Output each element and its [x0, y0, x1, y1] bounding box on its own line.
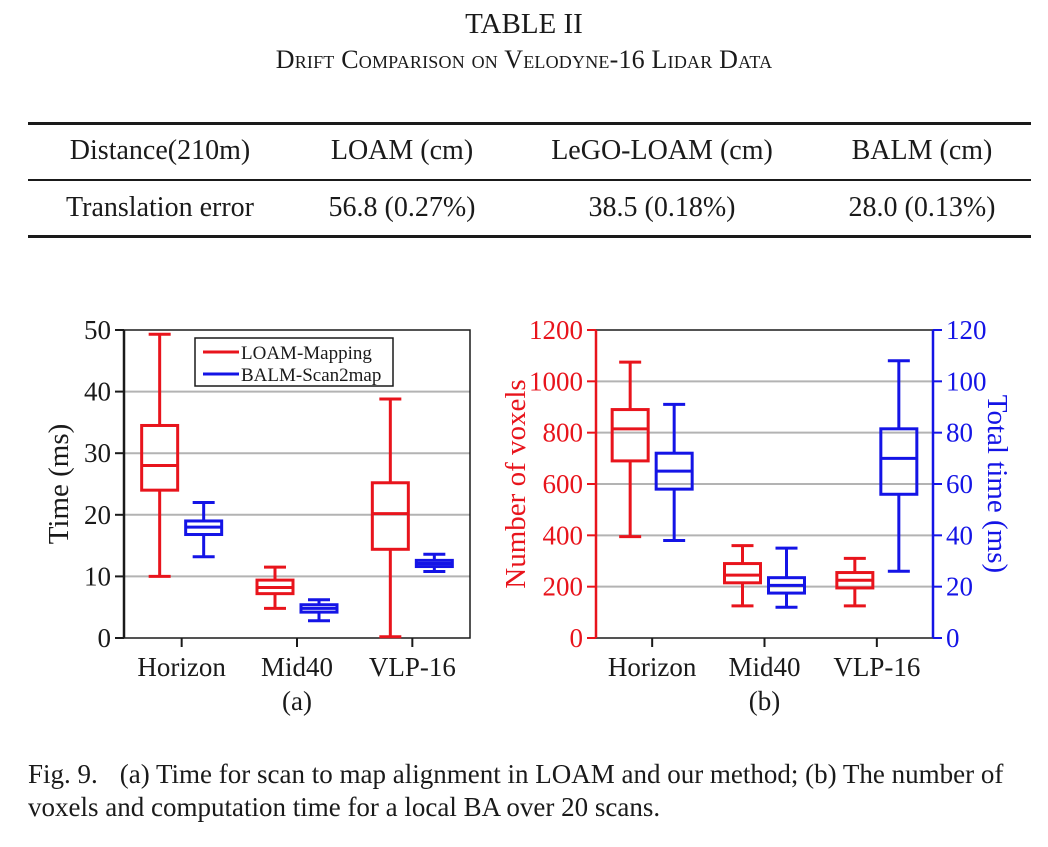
y-tick-label: 1000 — [529, 366, 583, 396]
legend-label: BALM-Scan2map — [241, 365, 381, 386]
figure-tag: Fig. 9. — [28, 759, 98, 789]
y-tick-label: 40 — [84, 377, 111, 407]
table-bottom-rule — [28, 235, 1031, 238]
y2-tick-label: 20 — [946, 572, 973, 602]
y-tick-label: 10 — [84, 561, 111, 591]
y-axis-label: Number of voxels — [500, 379, 532, 588]
y-tick-label: 600 — [543, 469, 584, 499]
y-tick-label: 20 — [84, 500, 111, 530]
box-loam-mapping-horizon-box — [140, 423, 180, 492]
x-tick-label: Horizon — [608, 652, 697, 682]
table-title: Drift Comparison on Velodyne-16 Lidar Da… — [275, 45, 773, 74]
figure-caption-text: (a) Time for scan to map alignment in LO… — [28, 759, 1004, 822]
y2-tick-label: 100 — [946, 366, 987, 396]
loam-value: 56.8 (0.27%) — [328, 192, 476, 223]
y-tick-label: 50 — [84, 315, 111, 345]
y-tick-label: 400 — [543, 520, 584, 550]
y-tick-label: 0 — [570, 623, 584, 653]
y-tick-label: 200 — [543, 572, 584, 602]
box-series0-horizon-box — [610, 408, 650, 463]
box-loam-mapping-mid40-box — [255, 578, 295, 596]
plot-frame — [595, 329, 934, 639]
x-tick-label: Horizon — [137, 652, 226, 682]
subfigure-label: (a) — [282, 686, 312, 716]
table-mid-rule — [28, 179, 1031, 181]
x-tick-label: Mid40 — [261, 652, 333, 682]
table-top-rule — [28, 122, 1031, 125]
box-balm-scan2map-vlp-16-box — [414, 558, 454, 569]
header-loam: LOAM (cm) — [330, 135, 474, 166]
x-tick-label: VLP-16 — [369, 652, 456, 682]
box-series1-horizon-box — [654, 451, 694, 491]
box-balm-scan2map-mid40-box — [299, 603, 339, 614]
header-lego-loam: LeGO-LOAM (cm) — [551, 135, 773, 166]
box-series1-vlp-16-box — [879, 427, 919, 496]
row-label: Translation error — [66, 192, 254, 223]
box-balm-scan2map-horizon-box — [184, 519, 224, 537]
y-axis-label: Time (ms) — [43, 424, 75, 545]
header-balm: BALM (cm) — [851, 135, 993, 166]
figure-caption: Fig. 9.(a) Time for scan to map alignmen… — [28, 758, 1038, 824]
box-series0-vlp-16-box — [835, 571, 875, 590]
y-tick-label: 800 — [543, 418, 584, 448]
x-tick-label: Mid40 — [728, 652, 800, 682]
y2-tick-label: 80 — [946, 418, 973, 448]
y-tick-label: 0 — [98, 623, 112, 653]
legend-label: LOAM-Mapping — [241, 343, 372, 364]
lego-loam-value: 38.5 (0.18%) — [588, 192, 736, 223]
y2-tick-label: 40 — [946, 520, 973, 550]
box-series1-mid40-box — [767, 576, 806, 595]
y2-tick-label: 0 — [946, 623, 960, 653]
y2-axis-label: Total time (ms) — [981, 395, 1013, 573]
box-series0-mid40-box — [723, 562, 762, 585]
balm-value: 28.0 (0.13%) — [848, 192, 996, 223]
subfigure-label: (b) — [749, 686, 780, 716]
header-distance: Distance(210m) — [69, 135, 251, 166]
x-tick-label: VLP-16 — [833, 652, 920, 682]
y2-tick-label: 60 — [946, 469, 973, 499]
legend-box — [194, 337, 394, 387]
table-number: TABLE II — [465, 8, 583, 40]
plot-frame — [123, 329, 471, 639]
box-loam-mapping-vlp-16-box — [370, 481, 410, 551]
y-tick-label: 1200 — [529, 315, 583, 345]
y-tick-label: 30 — [84, 438, 111, 468]
y2-tick-label: 120 — [946, 315, 987, 345]
